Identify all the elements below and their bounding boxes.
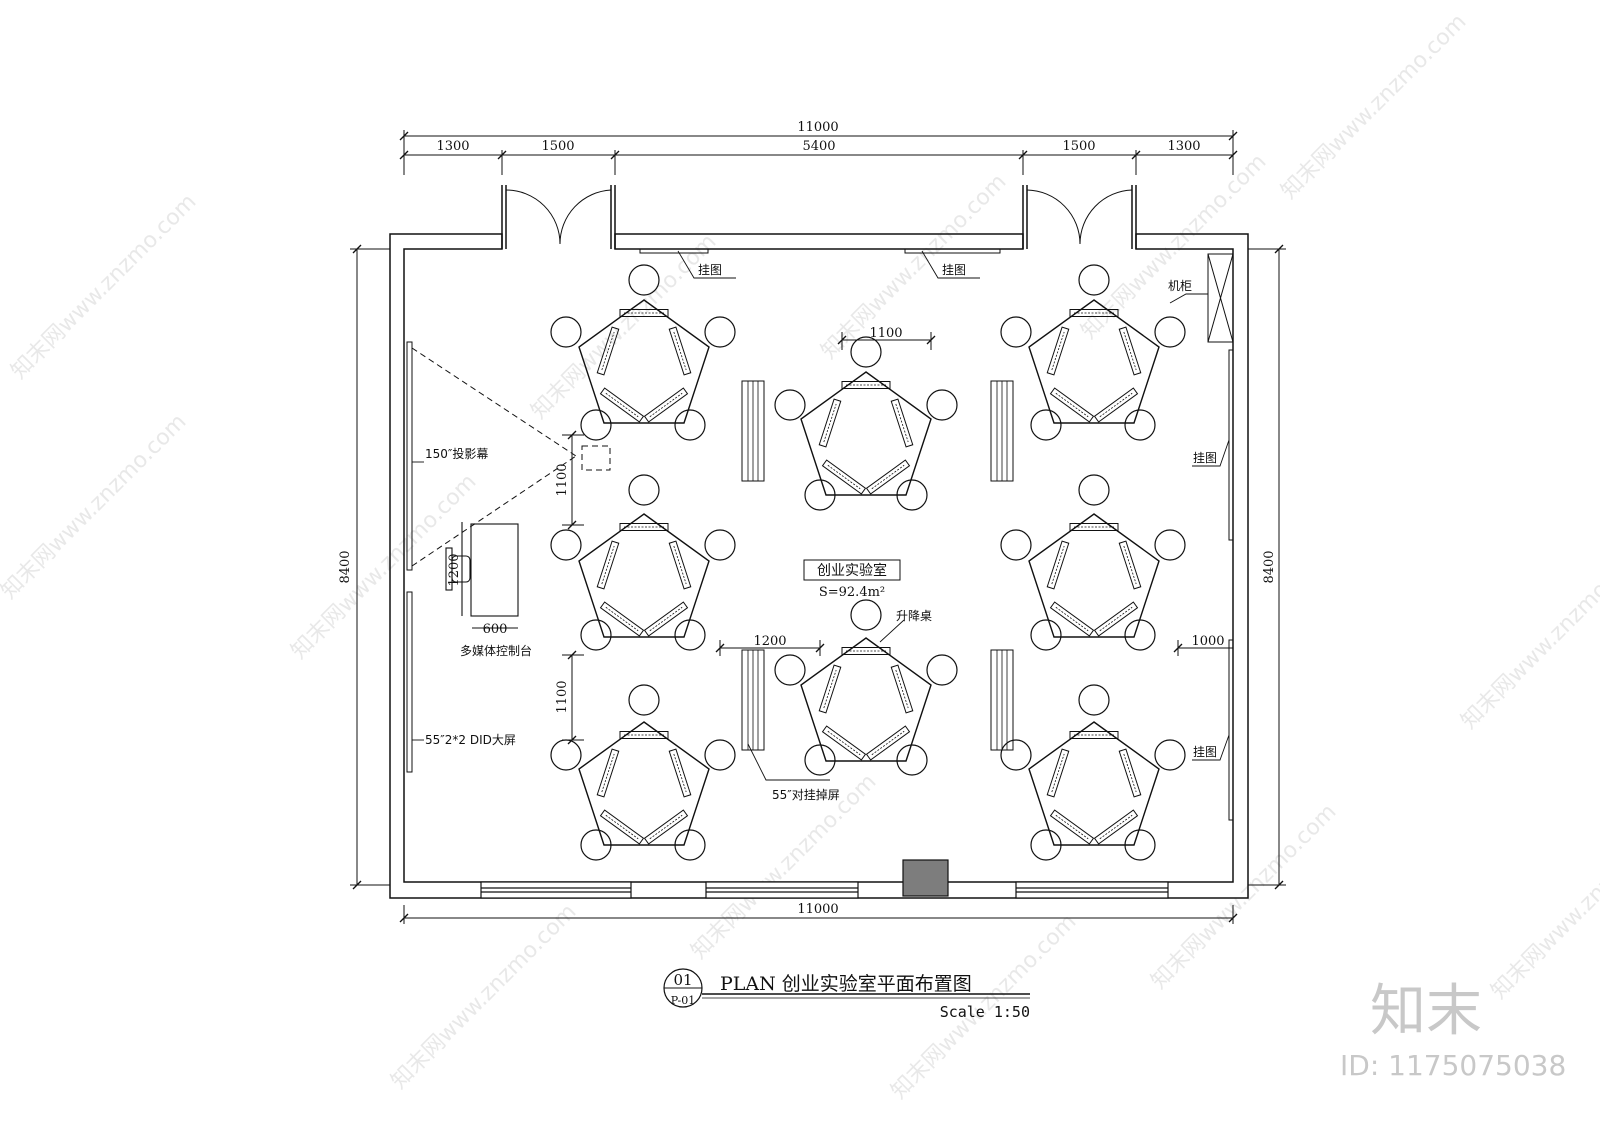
watermark-text: 知末网www.znzmo.com [1147,799,1342,994]
table-group-bottom-right [1000,684,1186,861]
dim-right-clearance: 1000 [1191,634,1224,649]
table-group-mid-right [1000,474,1186,651]
watermark-text: 知末网www.znzmo.com [817,169,1012,364]
bottom-windows [480,859,1169,899]
dim-aisle-width: 1200 [753,634,786,649]
internal-dimensions [562,332,1233,745]
dim-top-seg-1: 1300 [436,139,469,154]
label-hanging-screen: 55″对挂掉屏 [772,788,840,802]
side-dimensions [350,244,1286,924]
top-dimensions [399,130,1238,175]
watermark-text: 知末网www.znzmo.com [7,189,202,384]
title-number: 01 [673,971,692,989]
wall-fixtures [406,248,1234,821]
dim-left-spacing-2: 1100 [555,680,570,713]
watermark-text: 知末网www.znzmo.com [527,229,722,424]
watermark-text: 知末网www.znzmo.com [387,899,582,1094]
dim-top-seg-3: 5400 [802,139,835,154]
title-sheet: P-01 [671,994,696,1007]
dim-right-height: 8400 [1262,550,1277,583]
room-name: 创业实验室 [817,562,887,579]
multimedia-console [445,522,519,629]
watermark-text: 知末网www.znzmo.com [1487,809,1600,1004]
dim-top-table-spacing: 1100 [869,326,902,341]
watermark-text: 知末网www.znzmo.com [1277,9,1472,204]
label-hanging-3: 挂图 [1193,451,1217,465]
label-console: 多媒体控制台 [460,643,532,658]
label-hanging-2: 挂图 [942,263,966,277]
title-block: 01 P-01 PLAN 创业实验室平面布置图 Scale 1:50 [663,968,1030,1021]
dim-console-height: 1200 [447,553,462,586]
title-text: PLAN 创业实验室平面布置图 [720,973,972,995]
label-projection-screen: 150″投影幕 [425,446,488,461]
dim-top-seg-4: 1500 [1062,139,1095,154]
table-group-top-center [774,336,958,511]
watermark-logo: 知末 [1370,979,1482,1044]
dim-left-spacing-1: 1100 [555,463,570,496]
table-group-top-right [1000,264,1186,441]
watermark-text: 知末网www.znzmo.com [1077,149,1272,344]
table-group-mid-left [550,474,736,651]
dim-top-seg-5: 1300 [1167,139,1200,154]
doors [505,189,1133,245]
dim-overall-bottom: 11000 [797,902,838,917]
title-scale: Scale 1:50 [940,1003,1030,1021]
label-hanging-1: 挂图 [698,263,722,277]
watermark-text: 知末网www.znzmo.com [0,409,191,604]
label-hanging-4: 挂图 [1193,745,1217,759]
label-did-screen: 55″2*2 DID大屏 [425,733,516,747]
watermark-text: 知末网www.znzmo.com [1457,539,1600,734]
dim-top-seg-2: 1500 [541,139,574,154]
room-area: S=92.4m² [819,585,885,600]
dim-overall-top: 11000 [797,120,838,135]
dim-left-height: 8400 [338,550,353,583]
projection-lines [411,347,611,567]
room-label: 创业实验室 S=92.4m² [803,559,901,600]
dim-console-width: 600 [483,622,508,637]
leader-lines [412,250,1230,781]
table-group-bottom-left [550,684,736,861]
table-group-bottom-center [774,599,958,776]
watermark-id: ID: 1175075038 [1340,1049,1566,1082]
walls [389,185,1249,899]
label-cabinet: 机柜 [1168,279,1192,293]
label-lift-table: 升降桌 [896,609,932,623]
